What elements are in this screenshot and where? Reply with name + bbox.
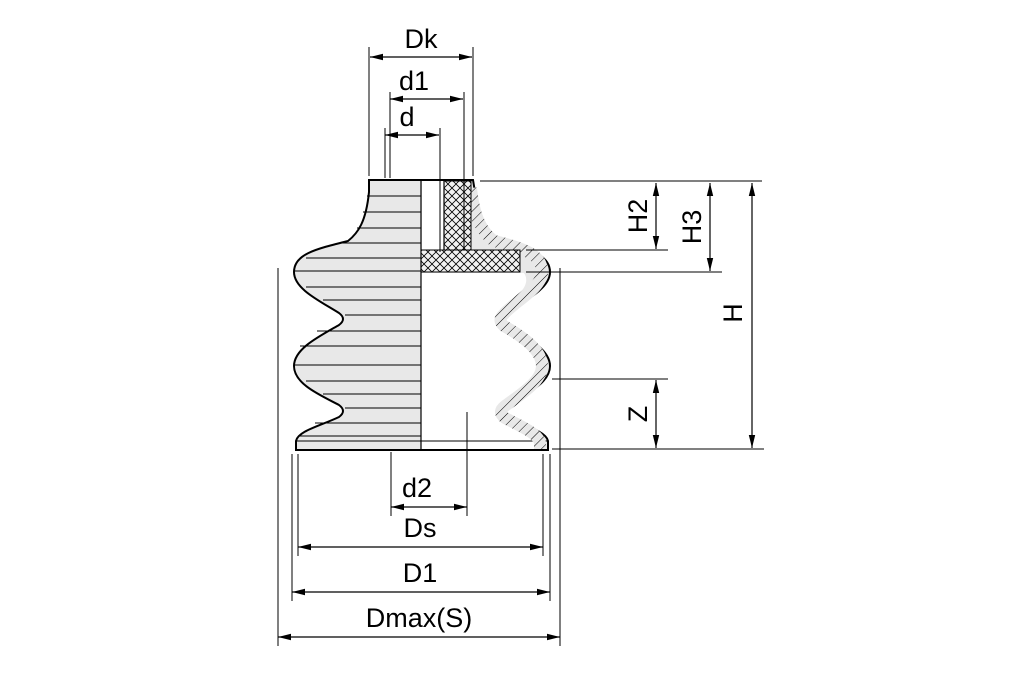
dimension-annotations: Dk d1 d H2 bbox=[277, 24, 764, 646]
dim-label-d2-small: d2 bbox=[402, 473, 432, 503]
insert-section bbox=[443, 180, 472, 251]
dim-label-d1-small: d1 bbox=[399, 66, 429, 96]
dim-dmax: Dmax(S) bbox=[277, 268, 561, 646]
dim-z: Z bbox=[552, 378, 668, 448]
dim-label-h: H bbox=[718, 303, 748, 323]
dim-dk: Dk bbox=[368, 24, 474, 176]
dim-h3: H3 bbox=[526, 183, 722, 273]
dim-label-d: d bbox=[399, 102, 414, 132]
dim-label-dmax: Dmax(S) bbox=[366, 603, 473, 633]
suction-cup-drawing bbox=[292, 92, 552, 451]
surface-contour-lines bbox=[295, 195, 547, 442]
inner-cavity bbox=[421, 273, 536, 449]
bore-cavity bbox=[422, 181, 444, 250]
dim-d1-small: d1 bbox=[389, 66, 463, 178]
dim-h2: H2 bbox=[526, 183, 668, 251]
dim-label-z: Z bbox=[623, 406, 653, 423]
dim-label-ds: Ds bbox=[404, 513, 437, 543]
dim-d: d bbox=[384, 102, 439, 178]
dim-label-d1-large: D1 bbox=[403, 558, 438, 588]
interior-edges bbox=[420, 92, 465, 450]
bellows-wall-section-hatch bbox=[465, 187, 549, 449]
dim-d2-small: d2 bbox=[390, 412, 468, 516]
dim-label-h3: H3 bbox=[677, 210, 707, 245]
dim-label-h2: H2 bbox=[623, 199, 653, 234]
dim-h: H bbox=[480, 180, 764, 450]
dim-label-dk: Dk bbox=[405, 24, 438, 54]
insert-flange-section bbox=[420, 249, 521, 273]
dim-d1-large: D1 bbox=[291, 454, 551, 601]
dim-ds: Ds bbox=[297, 454, 544, 556]
